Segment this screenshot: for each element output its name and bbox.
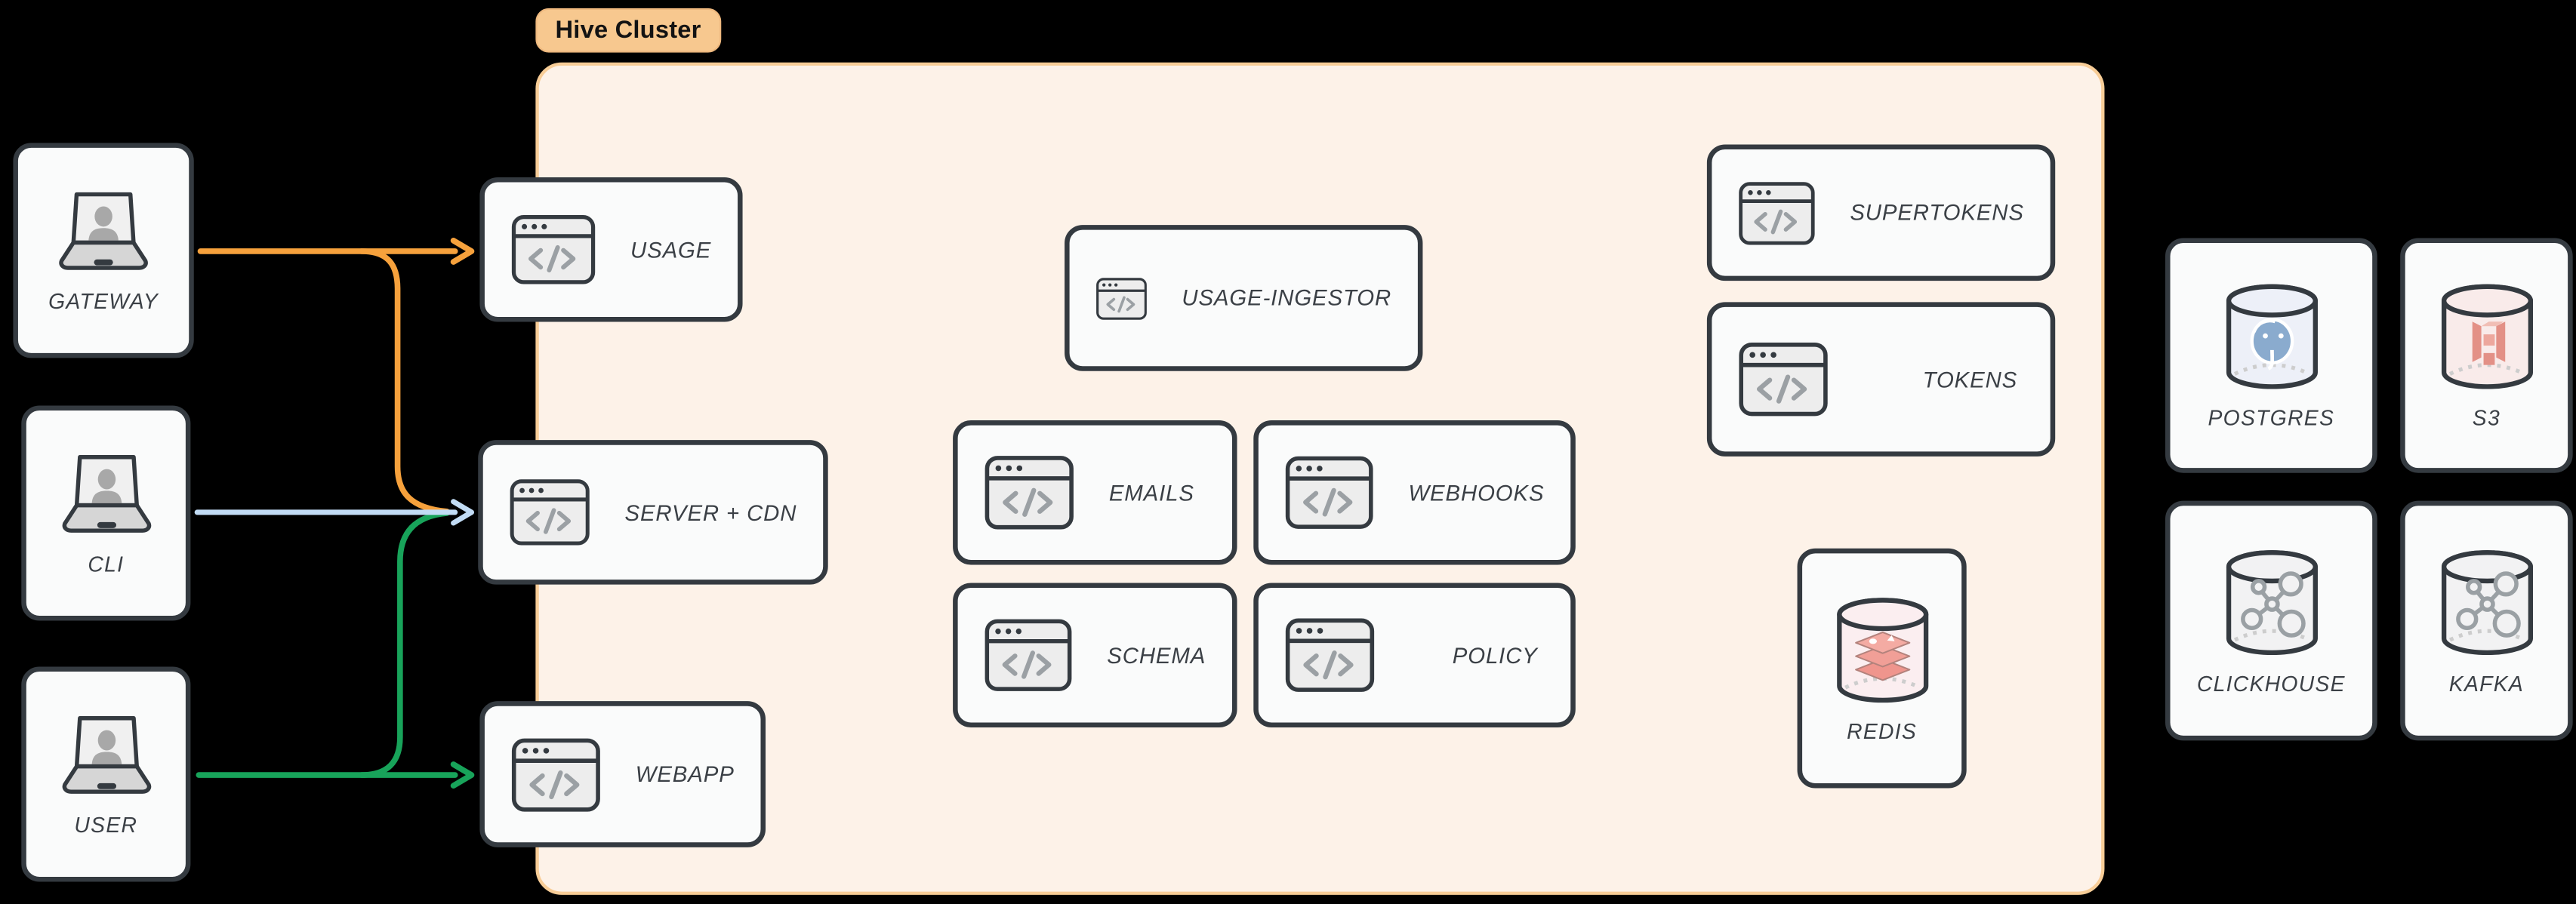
client-node-cli: CLI xyxy=(21,405,191,621)
datastore-node-s3: S3 xyxy=(2400,238,2573,473)
client-node-user: USER xyxy=(21,666,191,882)
service-node-emails: EMAILS xyxy=(953,420,1237,565)
laptop-user-icon xyxy=(49,188,158,273)
s3-cylinder-icon xyxy=(2437,281,2536,392)
service-node-supertokens: SUPERTOKENS xyxy=(1706,144,2056,281)
s3-cubes-glyph xyxy=(2471,321,2505,365)
service-label: SUPERTOKENS xyxy=(1850,200,2024,226)
redis-stack-glyph xyxy=(1854,630,1910,681)
molecule-cylinder-icon xyxy=(2437,546,2536,658)
code-window-icon xyxy=(984,617,1072,693)
service-label: EMAILS xyxy=(1108,480,1194,506)
code-window-icon xyxy=(1285,455,1374,530)
client-label: USER xyxy=(74,812,138,837)
hive-cluster-badge: Hive Cluster xyxy=(535,8,721,53)
redis-cylinder-icon xyxy=(1832,594,1931,706)
client-node-gateway: GATEWAY xyxy=(13,143,194,358)
code-window-icon xyxy=(1285,617,1376,693)
code-window-icon xyxy=(511,736,601,812)
postgres-elephant-glyph xyxy=(2249,318,2294,371)
postgres-cylinder-icon xyxy=(2222,281,2321,392)
datastore-label: POSTGRES xyxy=(2208,405,2335,431)
service-node-schema: SCHEMA xyxy=(953,583,1237,727)
service-node-usage: USAGE xyxy=(479,177,743,322)
molecule-glyph xyxy=(2240,570,2305,637)
service-node-webhooks: WEBHOOKS xyxy=(1253,420,1576,565)
service-label: SCHEMA xyxy=(1107,642,1206,668)
code-window-icon xyxy=(984,455,1074,530)
code-window-icon xyxy=(1738,175,1815,251)
datastore-node-kafka: KAFKA xyxy=(2400,500,2573,741)
service-label: SERVER + CDN xyxy=(624,500,797,525)
client-label: CLI xyxy=(88,551,125,576)
edge-user-server-cdn xyxy=(358,510,450,778)
service-label: USAGE xyxy=(630,237,712,263)
datastore-label: REDIS xyxy=(1847,718,1918,743)
code-window-icon xyxy=(1095,260,1147,336)
molecule-glyph xyxy=(2455,570,2520,637)
laptop-user-icon xyxy=(52,450,161,536)
datastore-node-clickhouse: CLICKHOUSE xyxy=(2165,500,2377,741)
code-window-icon xyxy=(511,212,596,287)
edge-user-webapp xyxy=(196,761,475,789)
service-label: TOKENS xyxy=(1922,367,2018,392)
datastore-node-redis: REDIS xyxy=(1797,548,1967,789)
datastore-label: S3 xyxy=(2472,405,2501,431)
service-node-usage-ingestor: USAGE-INGESTOR xyxy=(1065,225,1423,371)
datastore-label: CLICKHOUSE xyxy=(2196,670,2346,696)
datastore-node-postgres: POSTGRES xyxy=(2165,238,2377,473)
service-label: USAGE-INGESTOR xyxy=(1182,285,1392,311)
service-label: WEBAPP xyxy=(635,761,735,787)
datastore-label: KAFKA xyxy=(2448,670,2525,696)
code-window-icon xyxy=(1738,342,1829,417)
laptop-user-icon xyxy=(52,712,161,797)
service-label: WEBHOOKS xyxy=(1408,480,1545,506)
service-label: POLICY xyxy=(1452,642,1538,668)
hive-cluster-label: Hive Cluster xyxy=(555,16,701,45)
edge-gateway-usage xyxy=(197,237,475,265)
service-node-webapp: WEBAPP xyxy=(479,701,766,847)
service-node-policy: POLICY xyxy=(1253,583,1576,727)
molecule-cylinder-icon xyxy=(2222,546,2321,658)
edge-cli-server-cdn xyxy=(194,499,474,526)
edge-gateway-server-cdn xyxy=(358,248,450,515)
code-window-icon xyxy=(510,475,590,550)
service-node-server-cdn: SERVER + CDN xyxy=(478,440,828,585)
client-label: GATEWAY xyxy=(48,287,159,313)
service-node-tokens: TOKENS xyxy=(1706,302,2056,457)
